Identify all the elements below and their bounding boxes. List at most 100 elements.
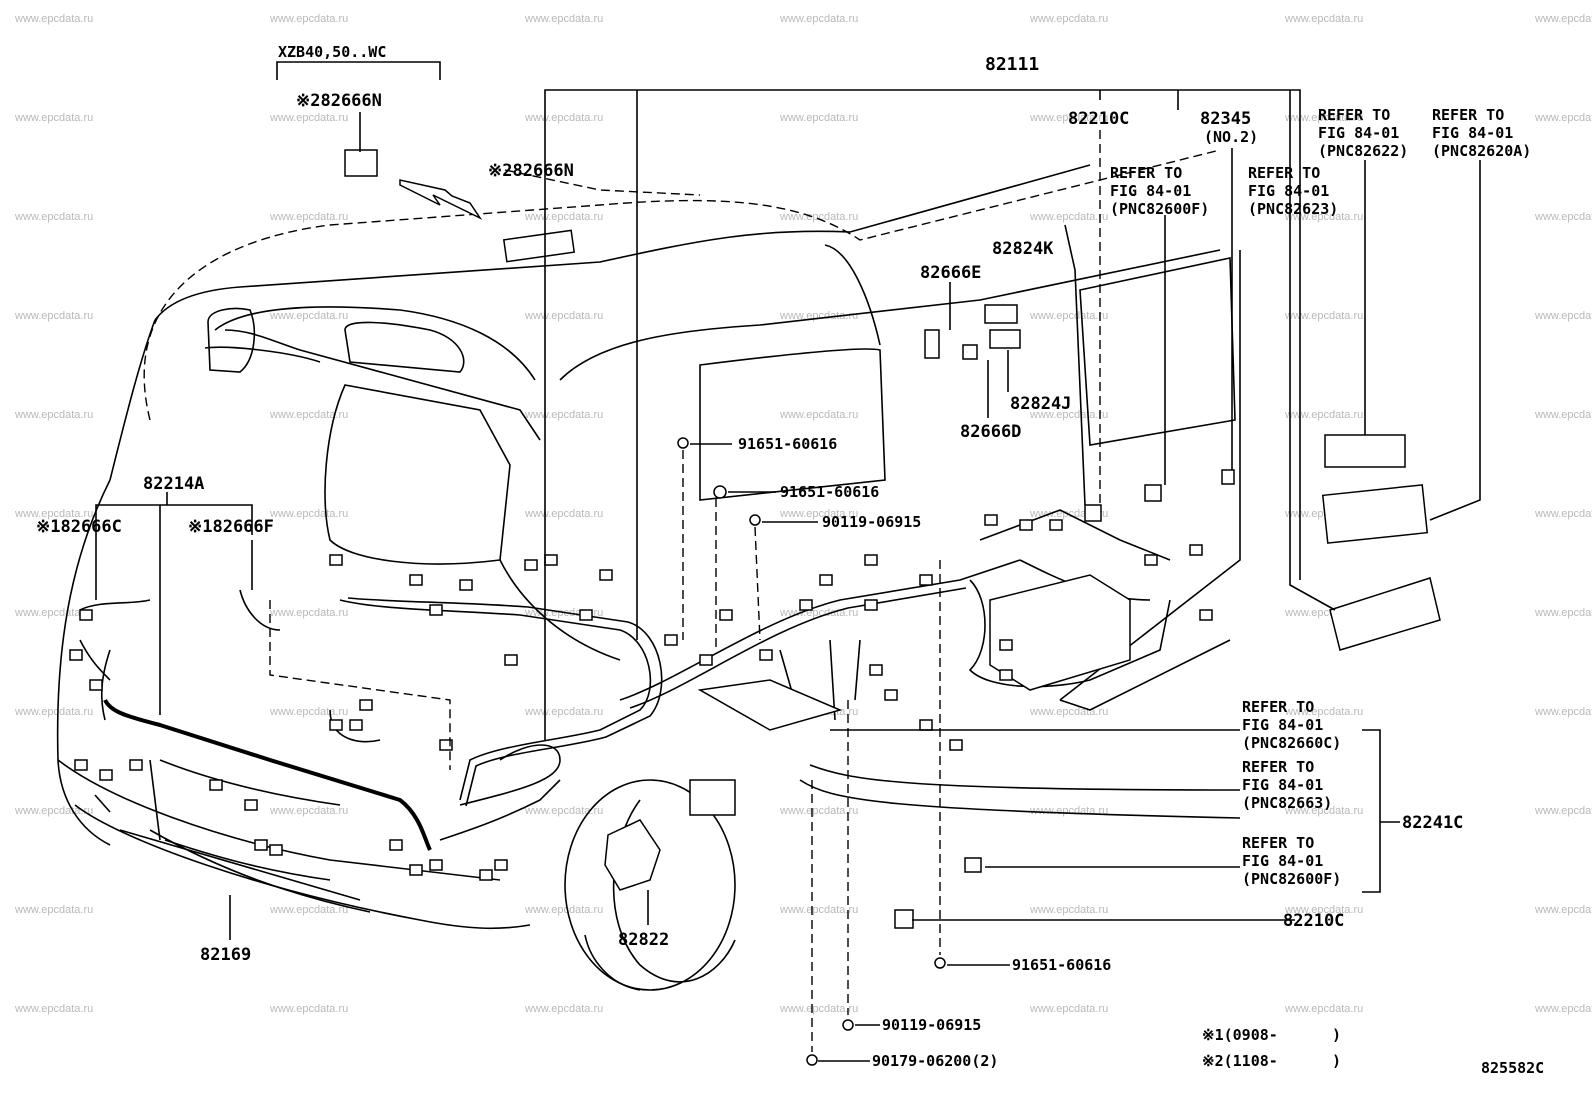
nut-90119-a bbox=[749, 514, 761, 526]
watermark-text: www.epcdata.ru bbox=[14, 805, 93, 817]
bracket-82623 bbox=[1329, 577, 1441, 651]
watermark-text: www.epcdata.ru bbox=[1534, 211, 1592, 223]
connector-icon bbox=[359, 699, 373, 711]
connector-icon bbox=[329, 719, 343, 731]
connector-icon bbox=[99, 769, 113, 781]
connector-icon bbox=[409, 574, 423, 586]
watermark-text: www.epcdata.ru bbox=[1029, 1003, 1108, 1015]
svg-text:(PNC82663): (PNC82663) bbox=[1242, 794, 1332, 812]
relay-82666D bbox=[962, 344, 978, 360]
connector-icon bbox=[329, 554, 343, 566]
watermark-text: www.epcdata.ru bbox=[1534, 607, 1592, 619]
watermark-text: www.epcdata.ru bbox=[1029, 706, 1108, 718]
direction-arrow-icon bbox=[399, 179, 483, 220]
connector-icon bbox=[884, 689, 898, 701]
watermark-text: www.epcdata.ru bbox=[1284, 1003, 1363, 1015]
relay-block-82622 bbox=[1324, 434, 1406, 468]
watermark-text: www.epcdata.ru bbox=[779, 112, 858, 124]
label-82666C: ※182666C bbox=[36, 517, 122, 537]
watermark-text: www.epcdata.ru bbox=[269, 508, 348, 520]
watermark-text: www.epcdata.ru bbox=[269, 706, 348, 718]
connector-icon bbox=[759, 649, 773, 661]
connector-icon bbox=[504, 654, 518, 666]
connector-icon bbox=[864, 599, 878, 611]
watermark-text: www.epcdata.ru bbox=[1534, 409, 1592, 421]
watermark-text: www.epcdata.ru bbox=[14, 508, 93, 520]
connector-icon bbox=[1144, 554, 1158, 566]
label-82824K: 82824K bbox=[992, 239, 1054, 259]
svg-text:FIG 84-01: FIG 84-01 bbox=[1110, 182, 1191, 200]
connector-icon bbox=[74, 759, 88, 771]
watermark-text: www.epcdata.ru bbox=[524, 409, 603, 421]
svg-text:(PNC82600F): (PNC82600F) bbox=[1110, 200, 1209, 218]
connector-icon bbox=[209, 779, 223, 791]
relay-82666N-a bbox=[344, 149, 378, 177]
watermark-text: www.epcdata.ru bbox=[1534, 904, 1592, 916]
watermark-text: www.epcdata.ru bbox=[779, 310, 858, 322]
watermark-text: www.epcdata.ru bbox=[14, 1003, 93, 1015]
watermark-text: www.epcdata.ru bbox=[269, 13, 348, 25]
watermark-text: www.epcdata.ru bbox=[1284, 112, 1363, 124]
svg-text:(PNC82660C): (PNC82660C) bbox=[1242, 734, 1341, 752]
svg-text:(PNC82622): (PNC82622) bbox=[1318, 142, 1408, 160]
footnote-1: ※1(0908- ) bbox=[1202, 1026, 1341, 1044]
svg-text:(PNC82623): (PNC82623) bbox=[1248, 200, 1338, 218]
svg-text:FIG 84-01: FIG 84-01 bbox=[1242, 776, 1323, 794]
connector-icon bbox=[349, 719, 363, 731]
screw-90179 bbox=[806, 1054, 818, 1066]
connector-icon bbox=[699, 654, 713, 666]
watermark-text: www.epcdata.ru bbox=[524, 805, 603, 817]
watermark-text: www.epcdata.ru bbox=[524, 310, 603, 322]
svg-text:REFER TO: REFER TO bbox=[1242, 758, 1314, 776]
watermark-text: www.epcdata.ru bbox=[1284, 805, 1363, 817]
svg-text:REFER TO: REFER TO bbox=[1248, 164, 1320, 182]
watermark-text: www.epcdata.ru bbox=[1534, 805, 1592, 817]
model-note: XZB40,50..WC bbox=[278, 43, 386, 61]
refer-82600F-bottom: REFER TO FIG 84-01 (PNC82600F) bbox=[1242, 834, 1341, 888]
connector-icon bbox=[919, 719, 933, 731]
connector-icon bbox=[479, 869, 493, 881]
bracket-82822 bbox=[604, 819, 661, 891]
relay-82666N-b bbox=[502, 229, 576, 263]
label-bolt-91651-b: 91651-60616 bbox=[780, 483, 879, 501]
connector-icon bbox=[1189, 544, 1203, 556]
svg-text:(PNC82620A): (PNC82620A) bbox=[1432, 142, 1531, 160]
connector-icon bbox=[864, 554, 878, 566]
watermark-text: www.epcdata.ru bbox=[1029, 112, 1108, 124]
label-82210C-bottom: 82210C bbox=[1283, 911, 1344, 931]
svg-text:REFER TO: REFER TO bbox=[1318, 106, 1390, 124]
label-82214A: 82214A bbox=[143, 474, 204, 494]
watermark-text: www.epcdata.ru bbox=[14, 310, 93, 322]
refer-82620A: REFER TO FIG 84-01 (PNC82620A) bbox=[1432, 106, 1531, 160]
connector-icon bbox=[544, 554, 558, 566]
watermark-text: www.epcdata.ru bbox=[1284, 211, 1363, 223]
watermark-text: www.epcdata.ru bbox=[269, 310, 348, 322]
svg-text:REFER TO: REFER TO bbox=[1242, 698, 1314, 716]
label-nut-90119-b: 90119-06915 bbox=[882, 1016, 981, 1034]
label-82241C: 82241C bbox=[1402, 813, 1463, 833]
connector-icon bbox=[524, 559, 538, 571]
watermark-text: www.epcdata.ru bbox=[524, 508, 603, 520]
nut-90119-b bbox=[842, 1019, 854, 1031]
clip-82600F bbox=[964, 857, 982, 873]
label-82345-qty: (NO.2) bbox=[1204, 128, 1258, 146]
watermark-text: www.epcdata.ru bbox=[14, 211, 93, 223]
connector-icon bbox=[409, 864, 423, 876]
watermark-text: www.epcdata.ru bbox=[779, 409, 858, 421]
label-82345: 82345 bbox=[1200, 109, 1251, 129]
watermark-text: www.epcdata.ru bbox=[1534, 13, 1592, 25]
watermark-text: www.epcdata.ru bbox=[524, 13, 603, 25]
watermark-text: www.epcdata.ru bbox=[1029, 904, 1108, 916]
watermark-text: www.epcdata.ru bbox=[779, 805, 858, 817]
watermark-text: www.epcdata.ru bbox=[524, 1003, 603, 1015]
watermark-text: www.epcdata.ru bbox=[779, 904, 858, 916]
label-82824J: 82824J bbox=[1010, 394, 1071, 414]
connector-icon bbox=[389, 839, 403, 851]
label-screw-90179: 90179-06200(2) bbox=[872, 1052, 998, 1070]
connector-icon bbox=[79, 609, 93, 621]
watermark-text: www.epcdata.ru bbox=[14, 607, 93, 619]
bumper-harness-82214A bbox=[103, 698, 432, 851]
connector-icon bbox=[459, 579, 473, 591]
watermark-text: www.epcdata.ru bbox=[524, 211, 603, 223]
